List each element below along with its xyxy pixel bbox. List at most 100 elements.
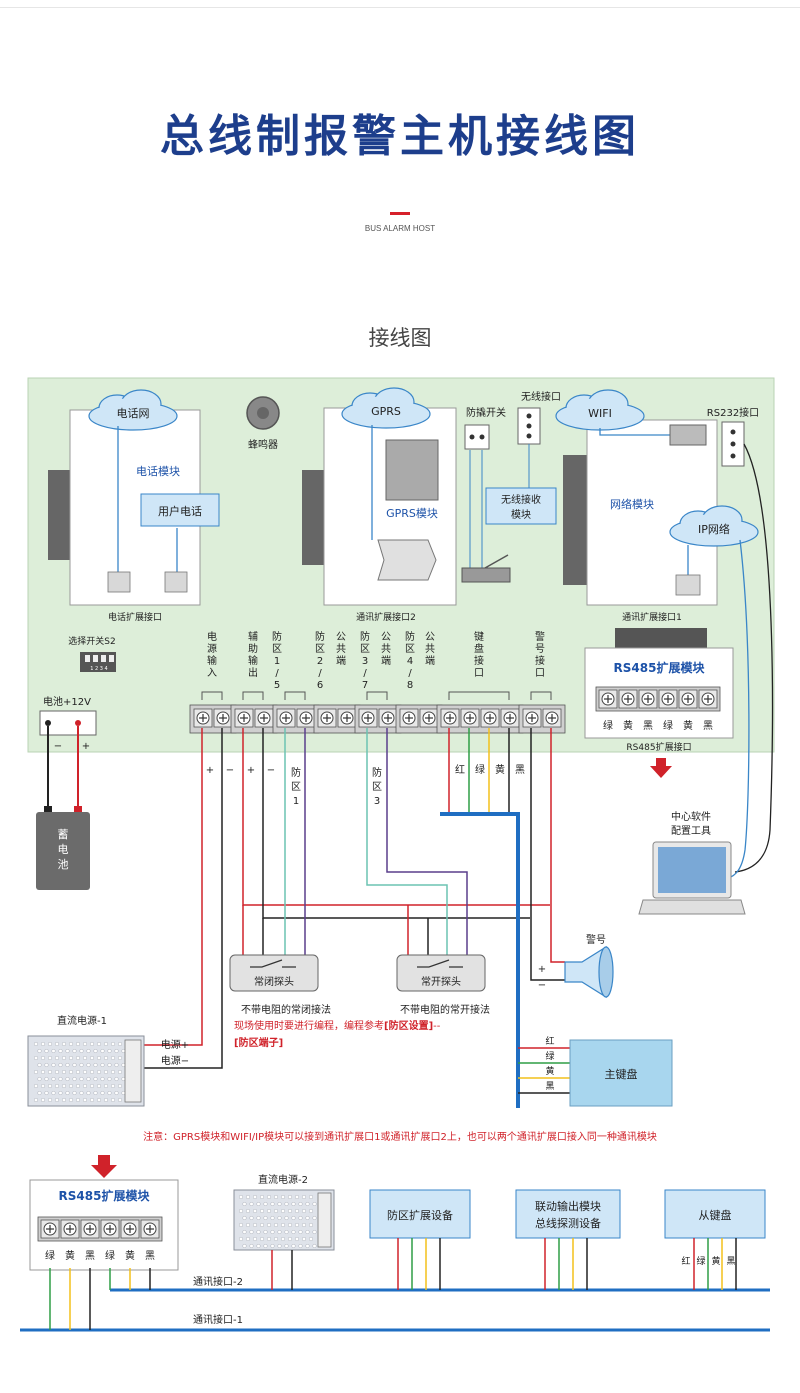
siren-neg-wire bbox=[530, 728, 565, 981]
wireless-receiver-line-2: 模块 bbox=[511, 509, 531, 521]
wireless-receiver-box bbox=[485, 487, 557, 525]
psu-1: 直流电源-1 电源+ 电源− bbox=[27, 1014, 189, 1107]
terminal-screw bbox=[500, 708, 520, 728]
terminal-screw bbox=[193, 708, 213, 728]
psu1-minus-label: 电源− bbox=[161, 1054, 189, 1067]
vent-hole bbox=[41, 1083, 46, 1088]
vent-hole bbox=[72, 1076, 77, 1081]
vent-hole bbox=[291, 1243, 296, 1248]
terminal-label-4: 公共端 bbox=[336, 632, 346, 667]
terminal-screw bbox=[213, 708, 233, 728]
linkage-label-2: 总线探测设备 bbox=[535, 1216, 601, 1230]
rs485-terminal-label-5: 黑 bbox=[703, 720, 713, 732]
vent-hole bbox=[305, 1201, 310, 1206]
sk-label-yellow: 黄 bbox=[711, 1255, 720, 1267]
bottom-rs485-terminal-label-3: 绿 bbox=[105, 1249, 115, 1262]
rs485-terminal-label-4: 黄 bbox=[683, 719, 693, 732]
network-port-label: 通讯扩展接口1 bbox=[622, 611, 682, 623]
rs485-terminal-label-0: 绿 bbox=[603, 719, 613, 732]
vent-hole bbox=[309, 1222, 314, 1227]
vent-hole bbox=[242, 1201, 247, 1206]
zone-expansion-box bbox=[369, 1189, 471, 1239]
vent-hole bbox=[48, 1055, 53, 1060]
module-note: 注意：GPRS模块和WIFI/IP模块可以接到通讯扩展口1或通讯扩展口2上，也可… bbox=[143, 1130, 657, 1143]
rs232-port: RS232接口 bbox=[707, 406, 759, 467]
top-divider bbox=[0, 7, 800, 8]
nc-detector: 常闭探头 不带电阻的常闭接法 bbox=[229, 954, 331, 1016]
vent-hole bbox=[107, 1076, 112, 1081]
vent-hole bbox=[298, 1201, 303, 1206]
nc-switch-symbol bbox=[250, 959, 296, 968]
bottom-rs485-screw bbox=[140, 1219, 160, 1239]
vent-hole bbox=[89, 1069, 94, 1074]
bottom-rs485-terminal-label-1: 黄 bbox=[65, 1249, 75, 1262]
vent-hole bbox=[72, 1048, 77, 1053]
linkage-label-1: 联动输出模块 bbox=[535, 1199, 601, 1213]
gprs-cloud-label: GPRS bbox=[371, 405, 401, 418]
vent-hole bbox=[263, 1215, 268, 1220]
rs485-module-label: RS485扩展模块 bbox=[614, 660, 706, 675]
terminal-screw bbox=[480, 708, 500, 728]
user-phone-box bbox=[140, 493, 220, 527]
vent-hole bbox=[41, 1041, 46, 1046]
gprs-module-label: GPRS模块 bbox=[386, 507, 438, 520]
vent-hole bbox=[34, 1041, 39, 1046]
rs485-screw bbox=[618, 689, 638, 709]
zone1-label-3: 1 bbox=[293, 796, 299, 807]
programming-note-bracket: [防区设置] bbox=[384, 1019, 433, 1032]
no-switch-symbol bbox=[417, 959, 463, 968]
rs485-port-label: RS485扩展接口 bbox=[626, 741, 691, 753]
vent-hole bbox=[252, 1194, 257, 1199]
mk-label-yellow: 黄 bbox=[545, 1065, 554, 1077]
network-side-connector bbox=[563, 455, 587, 585]
bottom-rs485-wires bbox=[49, 1268, 151, 1330]
battery-body bbox=[36, 812, 90, 890]
vent-hole bbox=[86, 1048, 91, 1053]
rs485-module: RS485扩展模块 绿黄黑绿黄黑 RS485扩展接口 bbox=[584, 628, 734, 778]
vent-hole bbox=[37, 1090, 42, 1095]
vent-hole bbox=[65, 1062, 70, 1067]
section-title: 接线图 bbox=[368, 326, 432, 350]
vent-hole bbox=[93, 1048, 98, 1053]
mk-label-green: 绿 bbox=[545, 1050, 554, 1062]
vent-hole bbox=[305, 1215, 310, 1220]
wireless-receiver-line-1: 无线接收 bbox=[501, 493, 541, 506]
terminal-strip bbox=[189, 704, 566, 734]
zone-wires: 防 区 1 防 区 3 bbox=[284, 728, 468, 955]
siren-minus: − bbox=[538, 980, 546, 991]
dip-lever-2 bbox=[93, 655, 98, 662]
vent-hole bbox=[51, 1076, 56, 1081]
vent-hole bbox=[86, 1076, 91, 1081]
vent-hole bbox=[267, 1236, 272, 1241]
vent-hole bbox=[281, 1222, 286, 1227]
vent-hole bbox=[65, 1090, 70, 1095]
rs232-cable bbox=[734, 443, 774, 873]
vent-hole bbox=[68, 1069, 73, 1074]
bottom-rs485-terminal-label-5: 黑 bbox=[145, 1250, 155, 1262]
vent-hole bbox=[34, 1083, 39, 1088]
vent-hole bbox=[288, 1194, 293, 1199]
vent-hole bbox=[242, 1229, 247, 1234]
vent-hole bbox=[75, 1041, 80, 1046]
vent-hole bbox=[62, 1069, 67, 1074]
zone3-label-3: 3 bbox=[374, 796, 380, 807]
vent-hole bbox=[72, 1062, 77, 1067]
programming-note-text: 现场使用时要进行编程，编程参考 bbox=[234, 1019, 384, 1032]
zone3-wire-b bbox=[386, 728, 468, 955]
vent-hole bbox=[34, 1069, 39, 1074]
terminal-label-1: 辅助输出 bbox=[248, 630, 258, 679]
rs485-screw bbox=[658, 689, 678, 709]
rs485-terminal-block: 绿黄黑绿黄黑 bbox=[595, 686, 721, 732]
rs485-terminal-label-2: 黑 bbox=[643, 720, 653, 732]
no-detector-box bbox=[396, 954, 486, 992]
vent-hole bbox=[284, 1229, 289, 1234]
tamper-connector bbox=[464, 424, 490, 450]
vent-hole bbox=[252, 1236, 257, 1241]
vent-hole bbox=[267, 1194, 272, 1199]
vent-hole bbox=[117, 1069, 122, 1074]
vent-hole bbox=[68, 1097, 73, 1102]
vent-hole bbox=[93, 1090, 98, 1095]
rs485-down-arrow bbox=[650, 758, 672, 778]
vent-hole bbox=[58, 1048, 63, 1053]
